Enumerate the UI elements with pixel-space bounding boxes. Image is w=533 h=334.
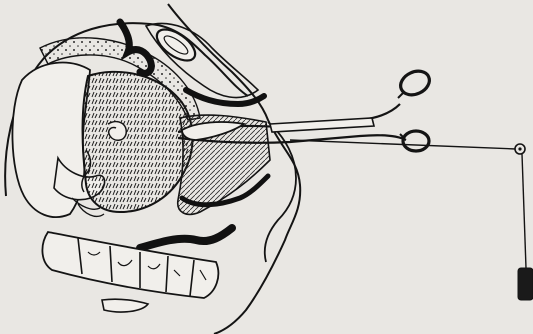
fetal-ear [108,122,126,141]
traction-weight [518,268,533,300]
